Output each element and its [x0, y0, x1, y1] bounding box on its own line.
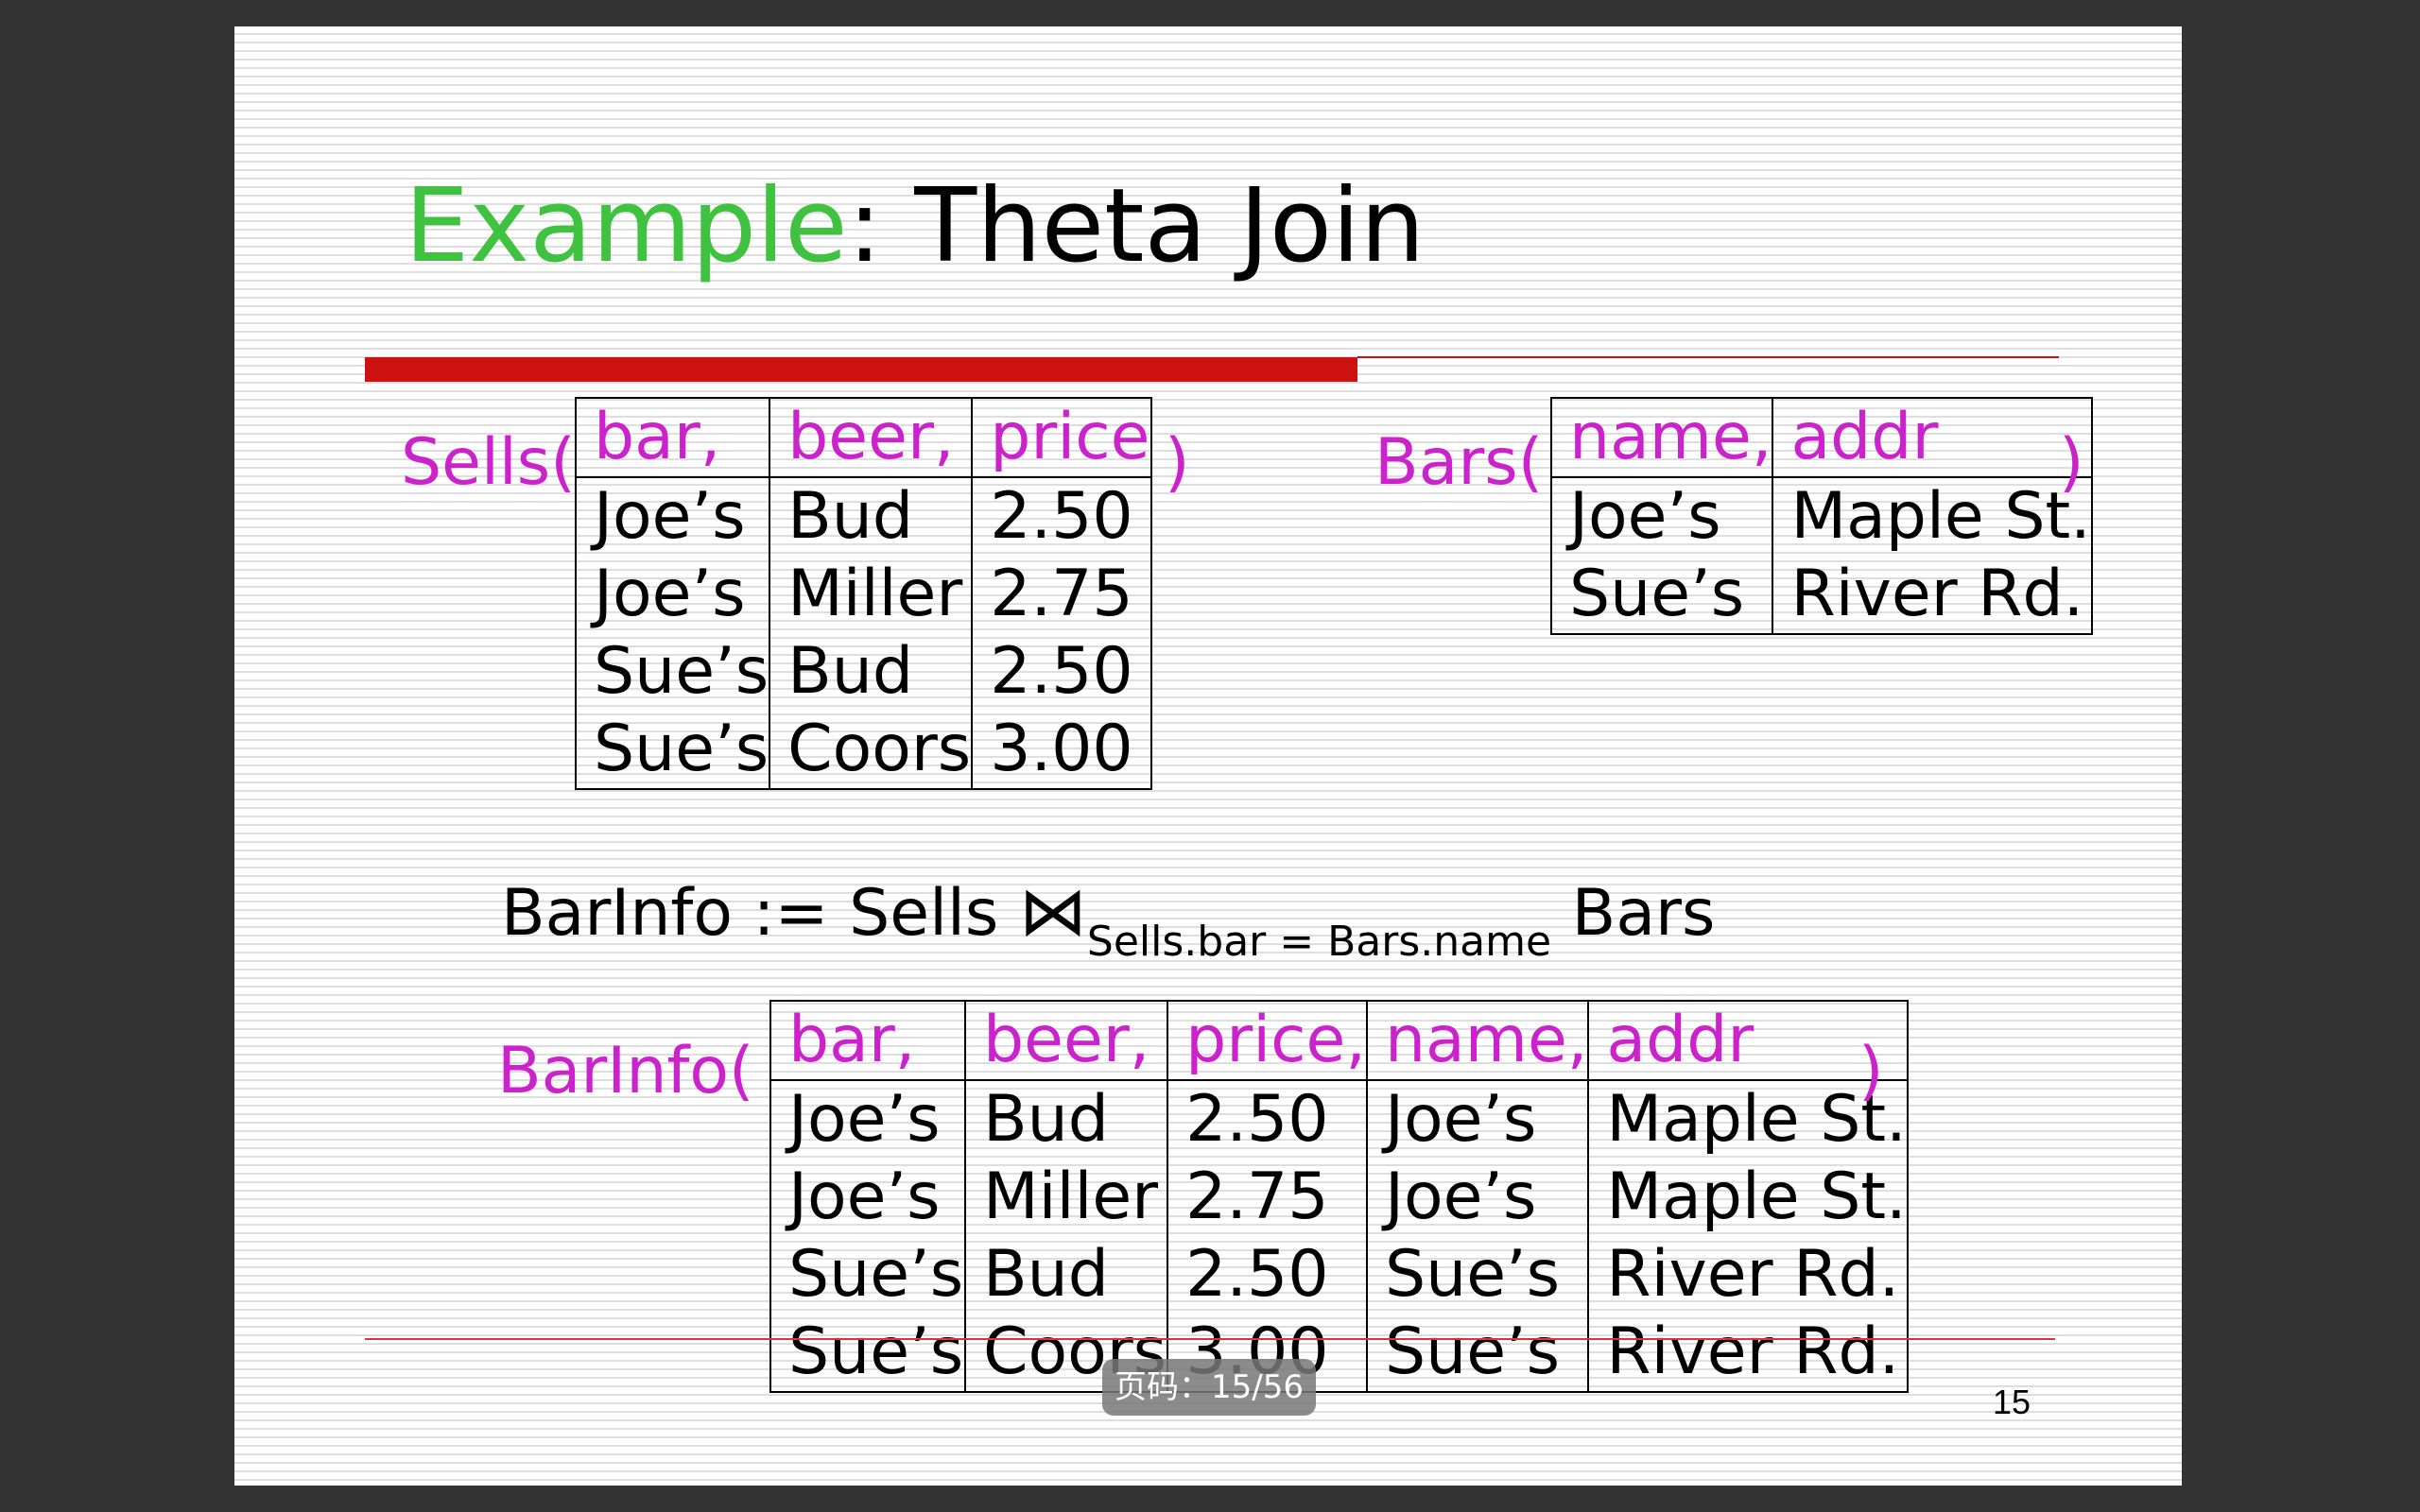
- sells-table-cell: Bud: [769, 477, 974, 556]
- barinfo-table-cell: River Rd.: [1587, 1236, 1909, 1314]
- formula-right: Bars: [1551, 876, 1716, 951]
- sells-label-close: ): [1165, 425, 1190, 500]
- sells-column-header: price: [971, 398, 1153, 478]
- join-condition: Sells.bar = Bars.name: [1086, 918, 1552, 966]
- slide-page-number: 15: [1993, 1383, 2031, 1421]
- sells-table-cell: Sue’s: [574, 711, 771, 789]
- barinfo-table-cell: 2.75: [1167, 1159, 1368, 1236]
- barinfo-table-cell: Maple St.: [1587, 1080, 1909, 1159]
- barinfo-column-header: beer,: [963, 1001, 1169, 1081]
- bars-table-cell: Maple St.: [1772, 477, 2093, 556]
- sells-table-cell: 2.50: [971, 633, 1153, 711]
- sells-table-cell: 2.75: [971, 556, 1153, 633]
- sells-header-row: bar,beer,price: [574, 398, 1153, 478]
- title-accent: Example: [405, 167, 848, 285]
- slide-title: Example: Theta Join: [405, 176, 1425, 278]
- footer-rule: [365, 1338, 2055, 1340]
- sells-table-cell: Joe’s: [574, 477, 771, 556]
- barinfo-table-cell: 2.50: [1167, 1236, 1368, 1314]
- sells-table-cell: Bud: [769, 633, 974, 711]
- bars-label-close: ): [2059, 425, 2084, 500]
- bars-header-row: name,addr: [1549, 398, 2093, 478]
- barinfo-column-header: addr: [1587, 1001, 1909, 1081]
- barinfo-table-cell: Joe’s: [1365, 1159, 1590, 1236]
- bars-table-cell: Sue’s: [1549, 556, 1774, 634]
- barinfo-column-header: name,: [1365, 1001, 1590, 1081]
- barinfo-column-header: bar,: [769, 1001, 966, 1081]
- title-rule-thin: [1357, 356, 2059, 358]
- barinfo-table-cell: Sue’s: [1365, 1236, 1590, 1314]
- barinfo-table-cell: Bud: [963, 1236, 1169, 1314]
- sells-table-cell: Miller: [769, 556, 974, 633]
- sells-table-cell: Joe’s: [574, 556, 771, 633]
- barinfo-table-cell: Sue’s: [769, 1236, 966, 1314]
- bars-column-header: addr: [1772, 398, 2093, 478]
- bars-table-cell: River Rd.: [1772, 556, 2093, 634]
- sells-column-header: beer,: [769, 398, 974, 478]
- barinfo-table-cell: Joe’s: [769, 1080, 966, 1159]
- title-rule-thick: [365, 357, 1357, 382]
- barinfo-table-cell: Maple St.: [1587, 1159, 1909, 1236]
- sells-table-cell: Sue’s: [574, 633, 771, 711]
- barinfo-header-row: bar,beer,price,name,addr: [769, 1001, 1909, 1081]
- barinfo-table-cell: Miller: [963, 1159, 1169, 1236]
- barinfo-column-header: price,: [1167, 1001, 1368, 1081]
- barinfo-label-close: ): [1858, 1034, 1884, 1108]
- barinfo-table-cell: 2.50: [1167, 1080, 1368, 1159]
- bars-column-header: name,: [1549, 398, 1774, 478]
- bars-table-cell: Joe’s: [1549, 477, 1774, 556]
- barinfo-table-cell: Sue’s: [1365, 1314, 1590, 1392]
- title-rest: : Theta Join: [847, 167, 1426, 285]
- sells-column-header: bar,: [574, 398, 771, 478]
- slide: Example: Theta Join Sells( bar,beer,pric…: [234, 26, 2182, 1486]
- barinfo-label-open: BarInfo(: [497, 1034, 754, 1108]
- theta-join-formula: BarInfo := Sells ⋈Sells.bar = Bars.name …: [501, 877, 1715, 963]
- barinfo-table-cell: Bud: [963, 1080, 1169, 1159]
- sells-table-cell: 2.50: [971, 477, 1153, 556]
- bowtie-join-icon: ⋈: [1018, 871, 1087, 951]
- barinfo-table-cell: Sue’s: [769, 1314, 966, 1392]
- barinfo-table-cell: Joe’s: [1365, 1080, 1590, 1159]
- sells-table-cell: Coors: [769, 711, 974, 789]
- bars-label-open: Bars(: [1374, 425, 1544, 500]
- sells-label-open: Sells(: [401, 425, 576, 500]
- formula-left: BarInfo := Sells: [501, 876, 1019, 951]
- barinfo-table-cell: Joe’s: [769, 1159, 966, 1236]
- barinfo-table-cell: River Rd.: [1587, 1314, 1909, 1392]
- page-indicator-badge: 页码：15/56: [1102, 1359, 1316, 1416]
- sells-table-cell: 3.00: [971, 711, 1153, 789]
